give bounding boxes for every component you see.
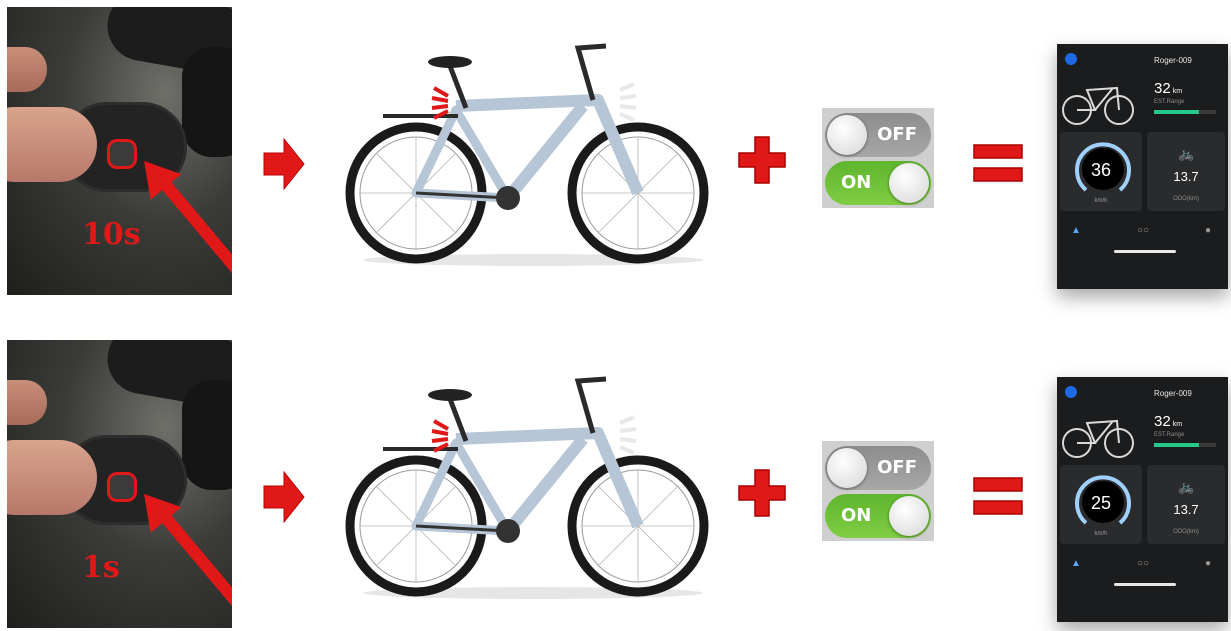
bike-icon[interactable]: ○○ [1137,225,1149,236]
bike-icon[interactable]: ○○ [1137,558,1149,569]
equals-icon [972,476,1024,516]
range-bar [1154,110,1216,114]
press-duration-label: 10s [82,217,141,252]
bike-illustration [338,371,728,601]
toggle-off-label: OFF [877,457,917,478]
toggle-knob [827,115,867,155]
odo-card: 🚲 13.7 ODO(km) [1147,465,1225,544]
right-arrow-icon [262,137,306,191]
toggle-off-label: OFF [877,124,917,145]
speed-card: 36 km/h [1060,132,1142,211]
speed-value: 25 [1060,493,1142,514]
user-icon[interactable]: ● [1205,225,1211,236]
odo-label: ODO(km) [1147,196,1225,202]
range-unit: km [1173,88,1182,95]
thumb [7,107,97,182]
toggle-knob [889,496,929,536]
home-indicator [1114,583,1176,586]
odo-label: ODO(km) [1147,529,1225,535]
odo-card: 🚲 13.7 ODO(km) [1147,132,1225,211]
instruction-row-1: 10s [0,0,1231,298]
instruction-row-2: 1s [0,333,1231,631]
toggle-on-switch: ON [825,494,931,538]
bike-name: Roger-009 [1154,389,1192,398]
toggle-off-switch: OFF [825,113,931,157]
speed-unit: km/h [1060,198,1142,204]
thumb [7,440,97,515]
range-label: EST.Range [1154,99,1184,105]
toggle-switches: OFF ON [822,441,934,541]
toggle-on-label: ON [841,505,871,526]
bike-thumbnail-icon [1059,74,1137,126]
toggle-knob [889,163,929,203]
plus-icon [737,135,787,185]
odo-value: 13.7 [1147,169,1225,184]
right-arrow-icon [262,470,306,524]
handlebar-remote-photo: 1s [7,340,232,628]
range-unit: km [1173,421,1182,428]
bike-name: Roger-009 [1154,56,1192,65]
toggle-knob [827,448,867,488]
speed-card: 25 km/h [1060,465,1142,544]
speed-unit: km/h [1060,531,1142,537]
odo-value: 13.7 [1147,502,1225,517]
speed-value: 36 [1060,160,1142,181]
equals-icon [972,143,1024,183]
home-icon[interactable]: ▲ [1071,558,1081,569]
back-icon[interactable] [1065,386,1077,398]
handlebar-remote-photo: 10s [7,7,232,295]
back-icon[interactable] [1065,53,1077,65]
power-button-highlight [107,139,137,169]
range-value: 32 [1154,413,1171,430]
bike-thumbnail-icon [1059,407,1137,459]
range-bar [1154,443,1216,447]
toggle-on-switch: ON [825,161,931,205]
toggle-switches: OFF ON [822,108,934,208]
toggle-off-switch: OFF [825,446,931,490]
power-button-highlight [107,472,137,502]
bike-illustration [338,38,728,268]
cycling-icon: 🚲 [1178,479,1194,495]
press-duration-label: 1s [82,550,120,585]
home-indicator [1114,250,1176,253]
range-value: 32 [1154,80,1171,97]
toggle-on-label: ON [841,172,871,193]
user-icon[interactable]: ● [1205,558,1211,569]
plus-icon [737,468,787,518]
cycling-icon: 🚲 [1178,146,1194,162]
range-label: EST.Range [1154,432,1184,438]
home-icon[interactable]: ▲ [1071,225,1081,236]
